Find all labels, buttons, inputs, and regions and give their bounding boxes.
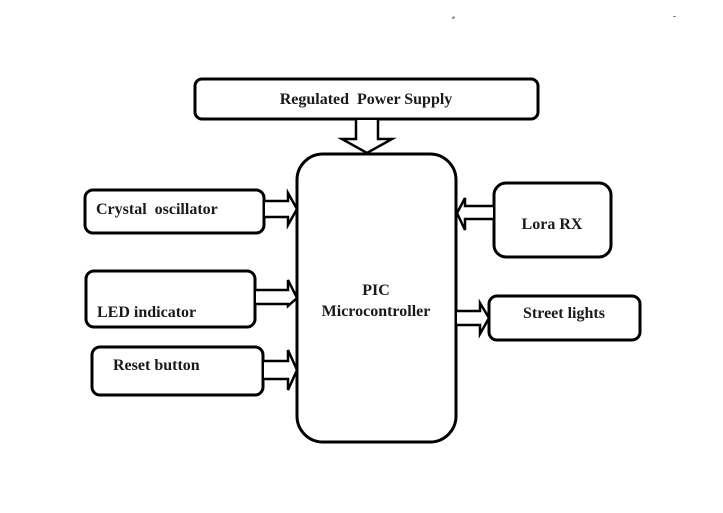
arrow-crystal-to-mcu bbox=[265, 188, 299, 230]
mcu-label-line1: PIC bbox=[362, 282, 390, 299]
node-regulated-power-supply: Regulated Power Supply bbox=[193, 77, 540, 121]
image-artifacts bbox=[451, 16, 676, 20]
node-crystal-oscillator: Crystal oscillator bbox=[83, 188, 266, 235]
crystal-box bbox=[83, 188, 266, 235]
lora-box bbox=[492, 181, 613, 259]
node-led-indicator: LED indicator bbox=[84, 269, 257, 329]
crystal-label: Crystal oscillator bbox=[96, 201, 218, 218]
led-label: LED indicator bbox=[97, 304, 196, 321]
reset-box bbox=[90, 345, 265, 397]
node-lora-rx: Lora RX bbox=[492, 181, 613, 259]
arrow-led-to-mcu bbox=[256, 279, 299, 309]
street-label: Street lights bbox=[523, 305, 605, 322]
power-supply-box bbox=[193, 77, 540, 121]
node-reset-button: Reset button bbox=[90, 345, 265, 397]
node-pic-microcontroller: PIC Microcontroller bbox=[295, 152, 458, 444]
arrow-power-to-mcu bbox=[337, 120, 397, 155]
arrow-lora-to-mcu bbox=[455, 197, 493, 231]
arrow-mcu-to-street bbox=[457, 298, 491, 339]
node-street-lights: Street lights bbox=[487, 294, 642, 342]
led-box bbox=[84, 269, 257, 329]
lora-label: Lora RX bbox=[522, 216, 583, 233]
arrow-reset-to-mcu bbox=[264, 349, 299, 391]
mcu-label-line2: Microcontroller bbox=[322, 303, 431, 320]
reset-label: Reset button bbox=[113, 357, 200, 374]
power-supply-label: Regulated Power Supply bbox=[280, 91, 453, 108]
